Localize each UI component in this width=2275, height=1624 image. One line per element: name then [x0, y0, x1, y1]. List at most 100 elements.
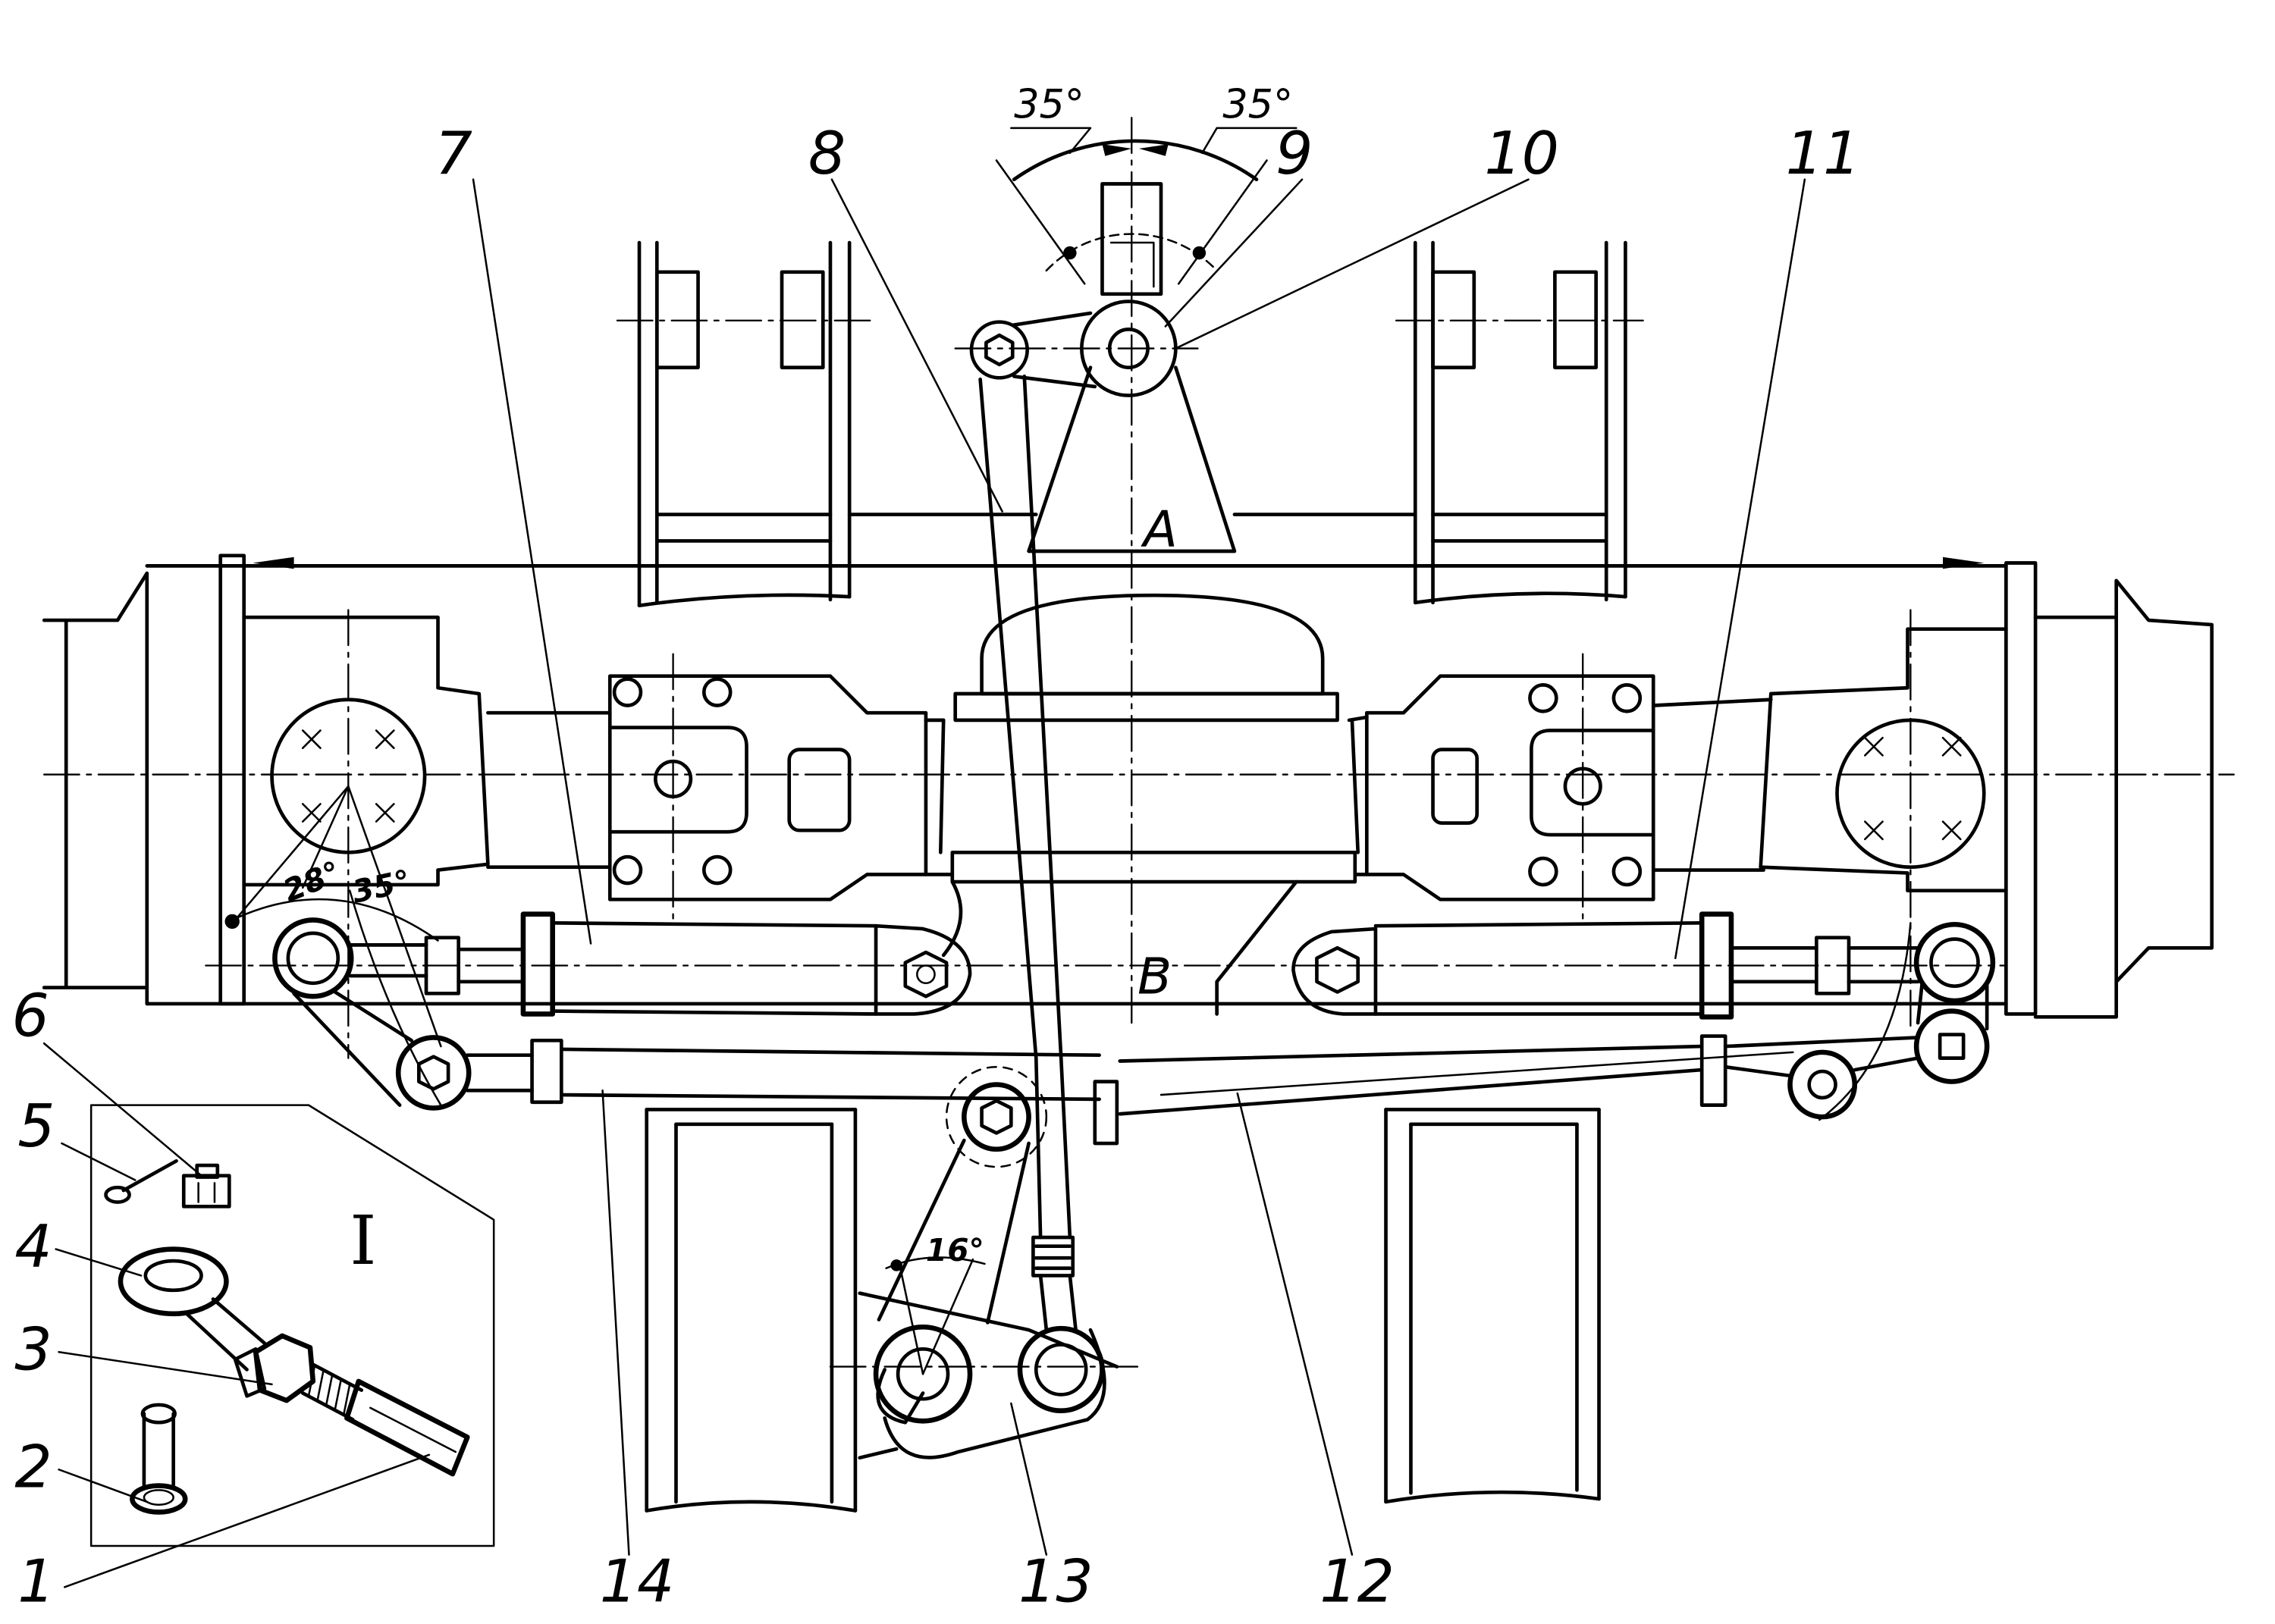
- part-2-washer-hole: [143, 1489, 174, 1506]
- left-limit-dot: [1063, 246, 1077, 260]
- right-limit-dot: [1192, 246, 1207, 260]
- top-right-angle: 35°: [1222, 81, 1293, 127]
- part-6-castle-nut: [181, 1174, 231, 1209]
- right-swing-arc: [1818, 922, 1912, 1121]
- right-pad-outline: [1364, 674, 1655, 901]
- left-cylinder-end-cap: [520, 911, 555, 1017]
- right-pad-window: [1431, 748, 1479, 825]
- detail-view-label: I: [350, 1202, 376, 1281]
- right-hub-circle: [1835, 718, 1986, 869]
- right-cylinder-clevis: [1291, 926, 1378, 1016]
- tie-rod-14: [395, 1035, 1119, 1146]
- leader-14: [601, 1089, 630, 1556]
- right-cylinder-lock-nut: [1815, 936, 1851, 995]
- part-1-sleeve-flat: [369, 1406, 457, 1453]
- drag-link-threads: [1034, 1244, 1072, 1271]
- right-angle-underline: [1201, 127, 1298, 155]
- right-lower-eye-2: [1913, 1008, 1990, 1084]
- callout-12: 12: [1320, 1548, 1395, 1616]
- part-5-cotter-pin: [121, 1158, 178, 1193]
- right-cylinder-rod-end: [1847, 945, 1920, 984]
- callout-5: 5: [17, 1093, 55, 1161]
- left-swing-arc: [348, 889, 442, 1106]
- callout-9: 9: [1276, 120, 1313, 188]
- differential-housing: B: [938, 593, 1360, 1016]
- lever-arm-left-edge: [877, 1138, 966, 1321]
- drag-link-tube: [978, 375, 1063, 1060]
- leader-11: [1674, 178, 1806, 960]
- leader-3: [58, 1350, 273, 1386]
- upper-left-rail-walls: [637, 240, 852, 608]
- left-arc-arrow: [1102, 144, 1132, 156]
- left-angle-arc: [231, 898, 439, 942]
- left-knuckle: [242, 615, 490, 887]
- left-hub-circle: [270, 698, 427, 854]
- lower-left-rail-walls: [645, 1108, 858, 1513]
- callout-14: 14: [600, 1548, 675, 1616]
- right-spring-pad: [1364, 674, 1655, 901]
- callout-8: 8: [808, 120, 846, 188]
- right-top-arrow: [1943, 556, 1985, 569]
- leader-9: [1164, 178, 1304, 328]
- differential-body: [938, 718, 1360, 854]
- tie-rod-12-center: [1159, 1051, 1794, 1096]
- top-angle-dimension: 35° 35°: [995, 81, 1298, 285]
- section-mark-a: A: [1141, 500, 1178, 559]
- leader-8: [830, 178, 1003, 513]
- center-lines: [42, 117, 2235, 1368]
- left-angle-dot: [224, 914, 240, 930]
- lever-pivot-inner: [896, 1347, 950, 1401]
- lever-mount-bracket: [858, 1291, 1119, 1460]
- lever-top-eye: [962, 1082, 1031, 1152]
- right-knuckle-arm: [1916, 980, 1989, 1031]
- differential-lower-body: [941, 879, 1298, 1016]
- left-cylinder-pin-nut: [903, 950, 949, 999]
- left-pad-hole-3: [612, 854, 643, 886]
- part-3-second-nut: [233, 1347, 267, 1398]
- upper-right-rail-bottom: [1413, 591, 1627, 605]
- right-pad-hole-2: [1611, 683, 1643, 713]
- left-spring-pad: [607, 674, 928, 901]
- right-hub-flange: [2004, 561, 2038, 1016]
- left-pad-center-hole: [654, 759, 693, 798]
- lever-top-eye-range: [945, 1065, 1048, 1168]
- left-steering-cylinder: [272, 911, 972, 1017]
- upper-left-crossbars: [654, 513, 833, 543]
- knuckle-outer-angle: 35°: [349, 863, 413, 911]
- lower-frame-right: [1384, 1108, 1601, 1504]
- right-knuckle: [1759, 627, 2008, 893]
- leader-2: [58, 1468, 149, 1503]
- bell-crank-pin-eye: [969, 320, 1029, 380]
- left-pad-hole-2: [701, 677, 733, 707]
- left-cylinder-clevis: [874, 923, 972, 1016]
- leader-1: [64, 1453, 431, 1588]
- lever-arm-right-edge: [986, 1141, 1031, 1325]
- callout-numbers: 7 8 9 10 11 6 5 4 3 2 1 14 13 12: [12, 120, 1861, 1616]
- axle-housing: [42, 553, 2214, 1019]
- left-hub-flange: [218, 553, 246, 1006]
- right-wheel-end: [2033, 578, 2214, 1019]
- left-hub-bolt-marks: [301, 729, 395, 823]
- tie-rod-12-tube: [1118, 1044, 1704, 1116]
- lever-cotter-pin: [876, 1368, 925, 1425]
- detail-view-I: I: [89, 1104, 495, 1547]
- leader-lines: [42, 178, 1806, 1588]
- tie-rod-14-tube: [559, 1047, 1101, 1102]
- left-cylinder-pin: [916, 964, 936, 985]
- right-arc-arrow: [1138, 144, 1169, 156]
- left-cylinder-eye-inner: [286, 931, 340, 986]
- right-cylinder-eye-inner: [1929, 937, 1980, 988]
- callout-6: 6: [12, 983, 49, 1051]
- lower-left-rail-top: [645, 1108, 858, 1127]
- leader-5: [61, 1142, 136, 1181]
- left-cylinder-rod: [457, 947, 526, 984]
- upper-bracket: [1027, 182, 1237, 553]
- part-6-slots: [197, 1182, 216, 1203]
- right-pad-hole-3: [1528, 856, 1558, 887]
- part-3-lock-nut: [253, 1333, 316, 1403]
- tie-rod-12-end: [1723, 1036, 1920, 1078]
- lever-angle-dot: [890, 1259, 902, 1271]
- top-pointer: [1100, 182, 1163, 296]
- right-pad-hole-4: [1611, 856, 1643, 887]
